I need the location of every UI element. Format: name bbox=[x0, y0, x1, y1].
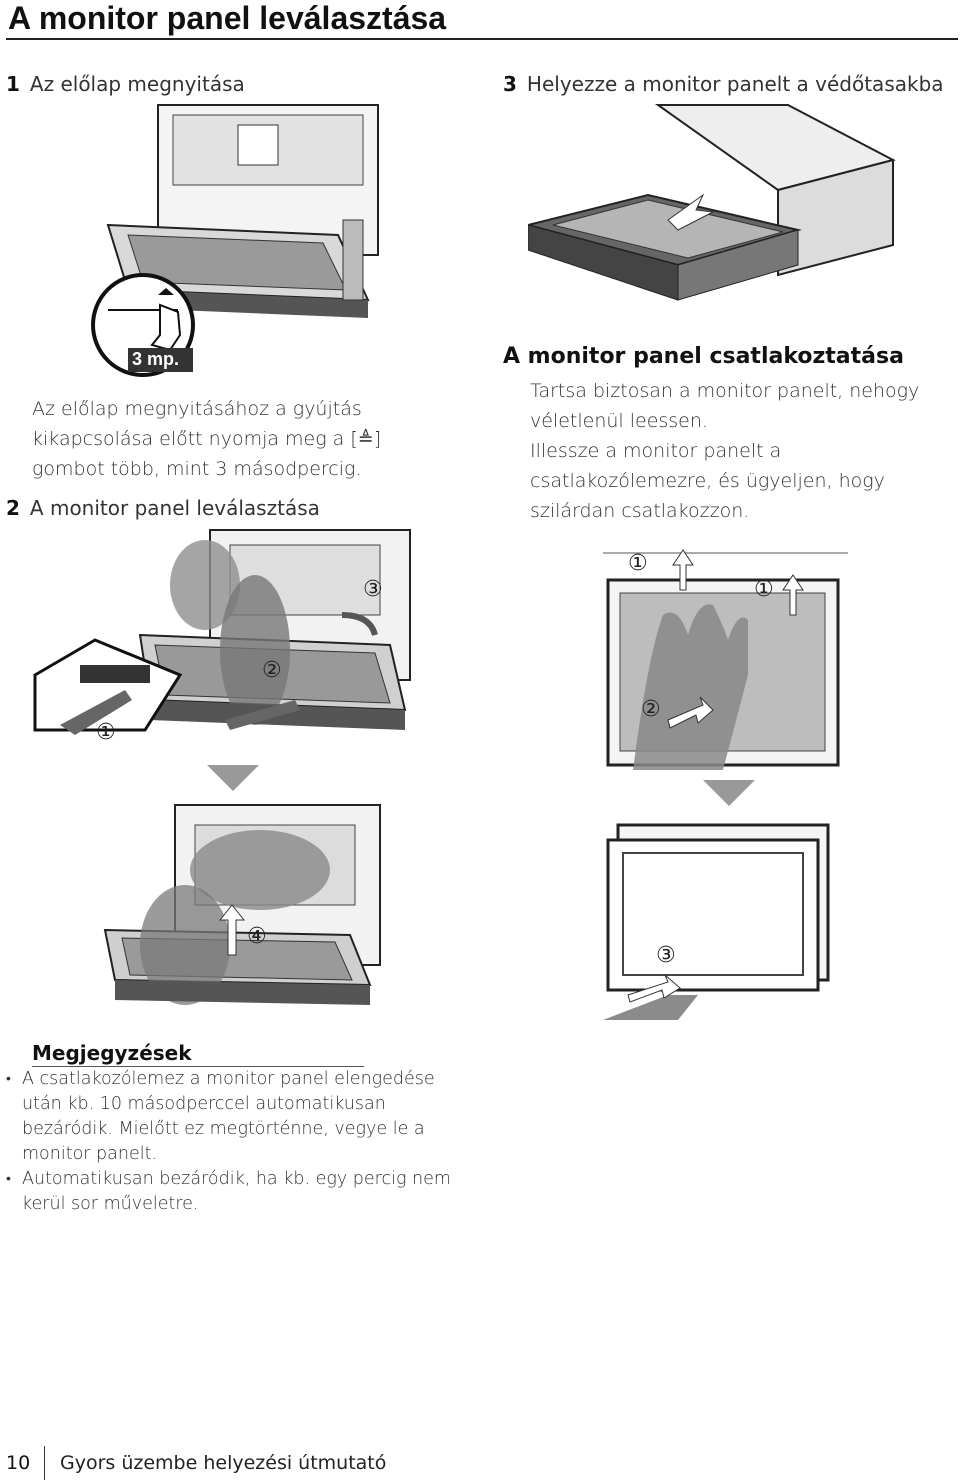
down-arrow-icon bbox=[703, 780, 755, 806]
attach-instructions: Tartsa biztosan a monitor panelt, nehogy… bbox=[530, 376, 950, 526]
attach-line: véletlenül leessen. bbox=[530, 410, 708, 432]
illustration-detach-panel: ③ ② ① bbox=[30, 525, 415, 760]
step-2-number: 2 bbox=[6, 496, 20, 520]
attach-line: Tartsa biztosan a monitor panelt, nehogy bbox=[530, 380, 920, 402]
step-3-number: 3 bbox=[503, 72, 517, 96]
callout-4: ④ bbox=[247, 924, 267, 949]
illustration-panel-attached: ③ bbox=[598, 820, 838, 1025]
callout-2: ② bbox=[262, 658, 282, 683]
notes-title: Megjegyzések bbox=[32, 1041, 364, 1067]
callout-1: ① bbox=[96, 720, 116, 745]
illustration-attach-panel: ① ① ② bbox=[598, 545, 853, 770]
down-arrow-icon bbox=[207, 765, 259, 791]
step-1-number: 1 bbox=[6, 72, 20, 96]
step-1-line: Az előlap megnyitásához a gyújtás bbox=[32, 398, 362, 420]
step-1-text: Az előlap megnyitása bbox=[29, 72, 245, 96]
callout-1-b: ① bbox=[754, 577, 774, 602]
step-3-heading: 3 Helyezze a monitor panelt a védőtasakba bbox=[503, 72, 944, 96]
step-1-line: kikapcsolása előtt nyomja meg a [≜] bbox=[32, 428, 382, 450]
step-1-heading: 1 Az előlap megnyitása bbox=[6, 72, 245, 96]
footer-divider bbox=[44, 1446, 45, 1480]
notes-list: A csatlakozólemez a monitor panel elenge… bbox=[6, 1067, 466, 1217]
illustration-open-front-panel: 3 mp. bbox=[88, 100, 388, 380]
page-number: 10 bbox=[6, 1452, 31, 1474]
step-3-text: Helyezze a monitor panelt a védőtasakba bbox=[526, 72, 944, 96]
page-title: A monitor panel leválasztása bbox=[6, 0, 958, 40]
attach-line: Illessze a monitor panelt a bbox=[530, 440, 782, 462]
footer-title: Gyors üzembe helyezési útmutató bbox=[60, 1452, 387, 1474]
note-item: A csatlakozólemez a monitor panel elenge… bbox=[6, 1067, 466, 1167]
callout-3: ③ bbox=[363, 577, 383, 602]
callout-2-b: ② bbox=[641, 697, 661, 722]
step-1-instructions: Az előlap megnyitásához a gyújtás kikapc… bbox=[32, 394, 452, 484]
note-item: Automatikusan bezáródik, ha kb. egy perc… bbox=[6, 1167, 466, 1217]
illustration-panel-into-case bbox=[528, 100, 898, 320]
step-2-heading: 2 A monitor panel leválasztása bbox=[6, 496, 320, 520]
press-duration-badge: 3 mp. bbox=[132, 349, 180, 369]
step-2-text: A monitor panel leválasztása bbox=[29, 496, 320, 520]
callout-3-b: ③ bbox=[656, 943, 676, 968]
illustration-close-front: ④ bbox=[100, 800, 385, 1015]
attach-section-title: A monitor panel csatlakoztatása bbox=[503, 344, 904, 369]
attach-line: szilárdan csatlakozzon. bbox=[530, 500, 750, 522]
attach-line: csatlakozólemezre, és ügyeljen, hogy bbox=[530, 470, 885, 492]
callout-1-a: ① bbox=[628, 551, 648, 576]
step-1-line: gombot több, mint 3 másodpercig. bbox=[32, 458, 362, 480]
